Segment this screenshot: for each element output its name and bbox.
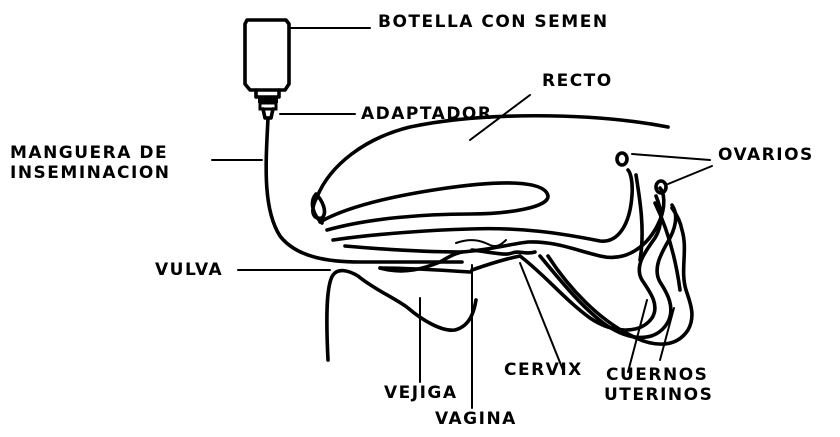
label-vulva: VULVA (155, 260, 223, 280)
label-cervix: CERVIX (504, 360, 583, 380)
rectum-outline (312, 116, 668, 230)
label-vejiga: VEJIGA (384, 383, 458, 403)
label-cuernos-line2: UTERINOS (604, 385, 713, 405)
label-manguera-line1: MANGUERA DE (10, 143, 168, 163)
label-ovarios: OVARIOS (718, 145, 814, 165)
label-adaptador: ADAPTADOR (361, 104, 492, 124)
label-vagina: VAGINA (435, 409, 517, 429)
ovary-left (617, 153, 627, 165)
bladder-outline (327, 268, 476, 360)
semen-bottle (245, 20, 289, 118)
label-botella-con-semen: BOTELLA CON SEMEN (378, 12, 609, 32)
label-recto: RECTO (542, 71, 613, 91)
label-manguera-line2: INSEMINACION (10, 163, 171, 183)
label-cuernos-line1: CUERNOS (606, 365, 708, 385)
